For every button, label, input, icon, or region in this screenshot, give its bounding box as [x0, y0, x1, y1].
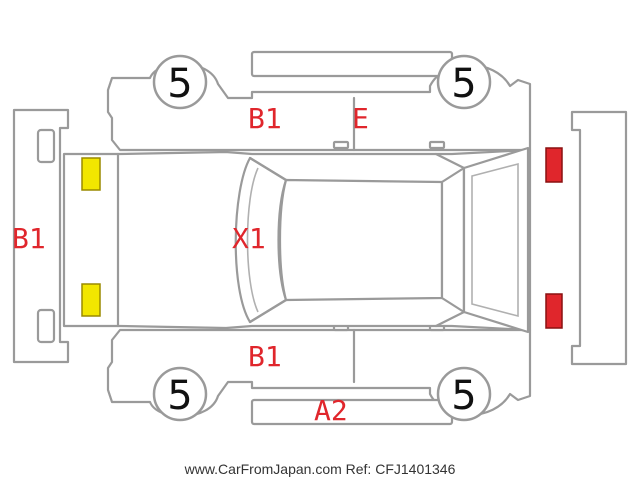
damage-code-front-left-door: B1 — [248, 102, 282, 135]
rear-left-lamp-marker — [545, 147, 563, 183]
tire-rating-rear-left: 5 — [451, 61, 476, 107]
footer-reference: www.CarFromJapan.com Ref: CFJ1401346 — [184, 461, 456, 477]
front-left-lamp-marker — [81, 157, 101, 191]
tire-rating-front-left: 5 — [167, 61, 192, 107]
rear-bumper — [570, 110, 628, 366]
tire-rear-right: 5 — [436, 366, 492, 422]
front-right-lamp-marker — [81, 283, 101, 317]
front-bumper — [12, 108, 70, 364]
damage-code-rear-left-door: E — [352, 102, 369, 135]
damage-code-roof: X1 — [232, 222, 266, 255]
tire-rear-left: 5 — [436, 54, 492, 110]
damage-code-front-right-door: B1 — [248, 340, 282, 373]
damage-code-right-side-sill: A2 — [314, 394, 348, 427]
top-view-body — [62, 146, 532, 334]
tire-front-right: 5 — [152, 366, 208, 422]
damage-code-front-bumper: B1 — [12, 222, 46, 255]
rear-right-lamp-marker — [545, 293, 563, 329]
tire-rating-rear-right: 5 — [451, 373, 476, 419]
tire-front-left: 5 — [152, 54, 208, 110]
tire-rating-front-right: 5 — [167, 373, 192, 419]
